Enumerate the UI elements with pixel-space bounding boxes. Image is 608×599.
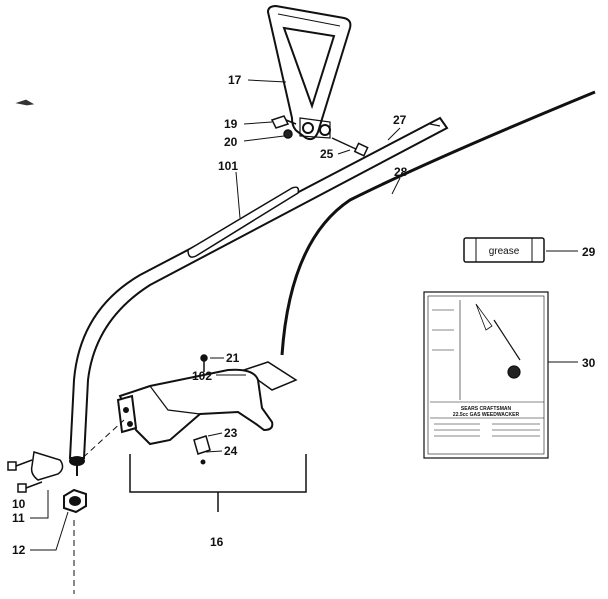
- callout-21: 21: [226, 351, 240, 365]
- bracket-16: [129, 454, 307, 512]
- callout-24: 24: [224, 444, 238, 458]
- callout-17: 17: [228, 73, 242, 87]
- callout-20: 20: [224, 135, 238, 149]
- callout-19: 19: [224, 117, 238, 131]
- guard-assembly-16: [116, 368, 274, 446]
- callout-29: 29: [582, 245, 596, 259]
- screw-19: [270, 115, 297, 129]
- callout-11: 11: [12, 511, 25, 525]
- callout-101: 101: [218, 159, 238, 173]
- callout-102: 102: [192, 369, 212, 383]
- clamp-11: [30, 451, 64, 481]
- handle-17: [266, 4, 352, 141]
- grease-label: grease: [489, 246, 520, 257]
- callout-16: 16: [210, 535, 224, 549]
- grease-tube-29: grease: [463, 237, 545, 263]
- nut-12: [63, 488, 87, 514]
- decal-101: [187, 186, 300, 258]
- callout-28: 28: [394, 165, 408, 179]
- callout-10: 10: [12, 497, 26, 511]
- leader-lines: [30, 79, 578, 551]
- stray-mark: [15, 99, 35, 106]
- bolt-25: [331, 137, 369, 157]
- pin-24: [200, 459, 206, 465]
- nut-20: [283, 129, 293, 139]
- manual-brand: SEARS CRAFTSMAN: [461, 406, 512, 412]
- knob-23: [193, 435, 211, 455]
- callout-labels: 17 19 20 25 27 28 101 29 30 21 102 23 24…: [12, 73, 596, 557]
- screw-11b: [17, 481, 43, 493]
- callout-12: 12: [12, 543, 26, 557]
- callout-23: 23: [224, 426, 238, 440]
- screw-21: [200, 354, 208, 372]
- callout-25: 25: [320, 147, 334, 161]
- shaft-27: [68, 116, 449, 476]
- owners-manual-30: SEARS CRAFTSMAN 22.5cc GAS WEEDWACKER: [423, 291, 549, 459]
- callout-27: 27: [393, 113, 407, 127]
- decal-102: [242, 361, 298, 391]
- screw-10: [7, 459, 33, 471]
- manual-model: 22.5cc GAS WEEDWACKER: [453, 412, 520, 418]
- flex-cable-28: [280, 90, 596, 356]
- callout-30: 30: [582, 356, 596, 370]
